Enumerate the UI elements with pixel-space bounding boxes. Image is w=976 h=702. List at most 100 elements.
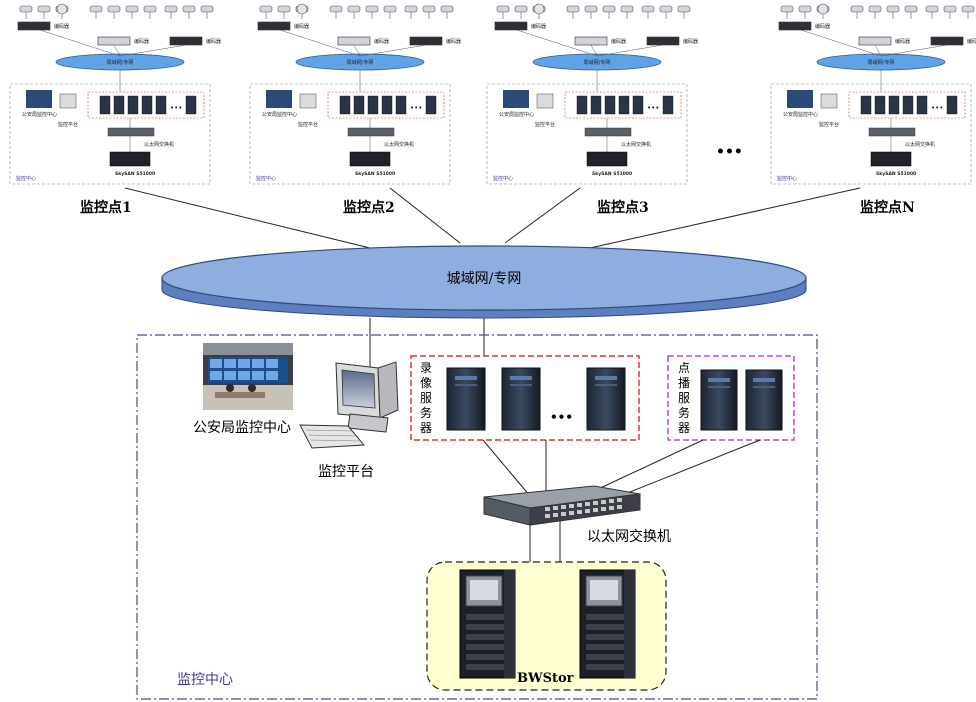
mini-switch-icon [868, 127, 916, 137]
mini-computer-icon [59, 93, 77, 109]
camera-icon [961, 5, 975, 19]
server-label-char: 务 [678, 405, 690, 420]
server-label-char: 服 [678, 391, 690, 405]
camera-icon [277, 5, 291, 19]
center-switch-label: 以太网交换机 [587, 528, 671, 545]
site-storage-label: SkySAN S51000 [355, 171, 395, 177]
mini-server-icon [604, 95, 616, 115]
storage-label: BWStor [517, 671, 574, 686]
mini-server-icon [618, 95, 630, 115]
mini-computer-icon [299, 93, 317, 109]
server-label-char: 点 [678, 361, 690, 375]
mini-server-icon [155, 95, 167, 115]
camera-icon [514, 5, 528, 19]
dome-camera-icon [296, 3, 308, 15]
site-police-label: 公安局监控中心 [22, 111, 57, 118]
dome-camera-icon [533, 3, 545, 15]
site-storage-label: SkySAN S51000 [876, 171, 916, 177]
site-labels: 监控点1 监控点2 监控点3 监控点N ••• [80, 144, 915, 216]
site-label-3: 监控点3 [597, 199, 649, 216]
camera-icon [868, 5, 882, 19]
mini-server-icon [590, 95, 602, 115]
camera-icon [659, 5, 673, 19]
encoder-icon [169, 36, 203, 46]
mini-server-frame [87, 91, 205, 119]
vod-servers [700, 369, 783, 431]
mini-server-icon [946, 95, 958, 115]
mini-servers-ellipsis: ••• [931, 104, 943, 112]
encoder-label: 编码器 [294, 23, 309, 30]
camera-icon [259, 5, 273, 19]
mini-storage-icon [109, 151, 151, 167]
encoder-label: 编码器 [54, 23, 69, 30]
camera-icon [19, 5, 33, 19]
storage-rack-icon [459, 569, 516, 679]
mini-server-icon [367, 95, 379, 115]
site-center-frame [249, 83, 451, 185]
encoder-label: 编码器 [134, 38, 149, 45]
site-platform-label: 监控平台 [58, 121, 78, 128]
mini-photo [787, 90, 813, 108]
encoder-label: 编码器 [611, 38, 626, 45]
encoder-label: 编码器 [446, 38, 461, 45]
site-storage-label: SkySAN S51000 [592, 171, 632, 177]
site-network-label: 局域网/专网 [868, 59, 895, 66]
mini-server-icon [874, 95, 886, 115]
server-label-char: 播 [678, 376, 690, 390]
mini-photo [266, 90, 292, 108]
servers-ellipsis: ••• [550, 410, 573, 424]
mini-server-icon [916, 95, 928, 115]
monitoring-sites: 编码器编码器编码器局域网/专网公安局监控中心监控平台•••以太网交换机SkySA… [9, 3, 976, 185]
encoder-icon [646, 36, 680, 46]
camera-icon [925, 5, 939, 19]
camera-icon [886, 5, 900, 19]
computer-icon [299, 361, 399, 449]
dome-camera-icon [56, 3, 68, 15]
encoder-label: 编码器 [815, 23, 830, 30]
camera-icon [496, 5, 510, 19]
encoder-icon [858, 36, 892, 46]
mini-server-icon [860, 95, 872, 115]
camera-icon [620, 5, 634, 19]
mini-storage-icon [870, 151, 912, 167]
mini-server-icon [381, 95, 393, 115]
mini-computer-icon [820, 93, 838, 109]
site-platform-label: 监控平台 [298, 121, 318, 128]
encoder-label: 编码器 [531, 23, 546, 30]
site-center-label: 监控中心 [16, 175, 36, 182]
server-icon [700, 369, 738, 431]
camera-icon [404, 5, 418, 19]
mini-server-icon [339, 95, 351, 115]
site-platform-label: 监控平台 [819, 121, 839, 128]
vod-servers-frame [667, 355, 795, 441]
mini-server-icon [425, 95, 437, 115]
storage-rack-icon [579, 569, 636, 679]
encoder-icon [778, 21, 812, 31]
sites-ellipsis: ••• [716, 144, 743, 160]
encoder-icon [574, 36, 608, 46]
mini-photo [26, 90, 52, 108]
camera-icon [89, 5, 103, 19]
center-title: 监控中心 [177, 672, 233, 688]
site-center-label: 监控中心 [256, 175, 276, 182]
camera-icon [440, 5, 454, 19]
encoder-icon [930, 36, 964, 46]
server-label-char: 器 [678, 421, 690, 435]
center-platform-label: 监控平台 [318, 464, 374, 480]
mini-server-frame [327, 91, 445, 119]
site-diagram: 编码器编码器编码器局域网/专网公安局监控中心监控平台•••以太网交换机SkySA… [486, 3, 698, 185]
site-diagram: 编码器编码器编码器局域网/专网公安局监控中心监控平台•••以太网交换机SkySA… [770, 3, 976, 185]
camera-icon [904, 5, 918, 19]
site-platform-label: 监控平台 [535, 121, 555, 128]
site-center-label: 监控中心 [777, 175, 797, 182]
encoder-icon [257, 21, 291, 31]
camera-icon [37, 5, 51, 19]
encoder-label: 编码器 [206, 38, 221, 45]
camera-icon [329, 5, 343, 19]
backbone-network: 城域网/专网 [161, 245, 807, 319]
site-network-label: 局域网/专网 [107, 59, 134, 66]
storage-array [459, 569, 636, 679]
backbone-label: 城域网/专网 [447, 271, 522, 287]
